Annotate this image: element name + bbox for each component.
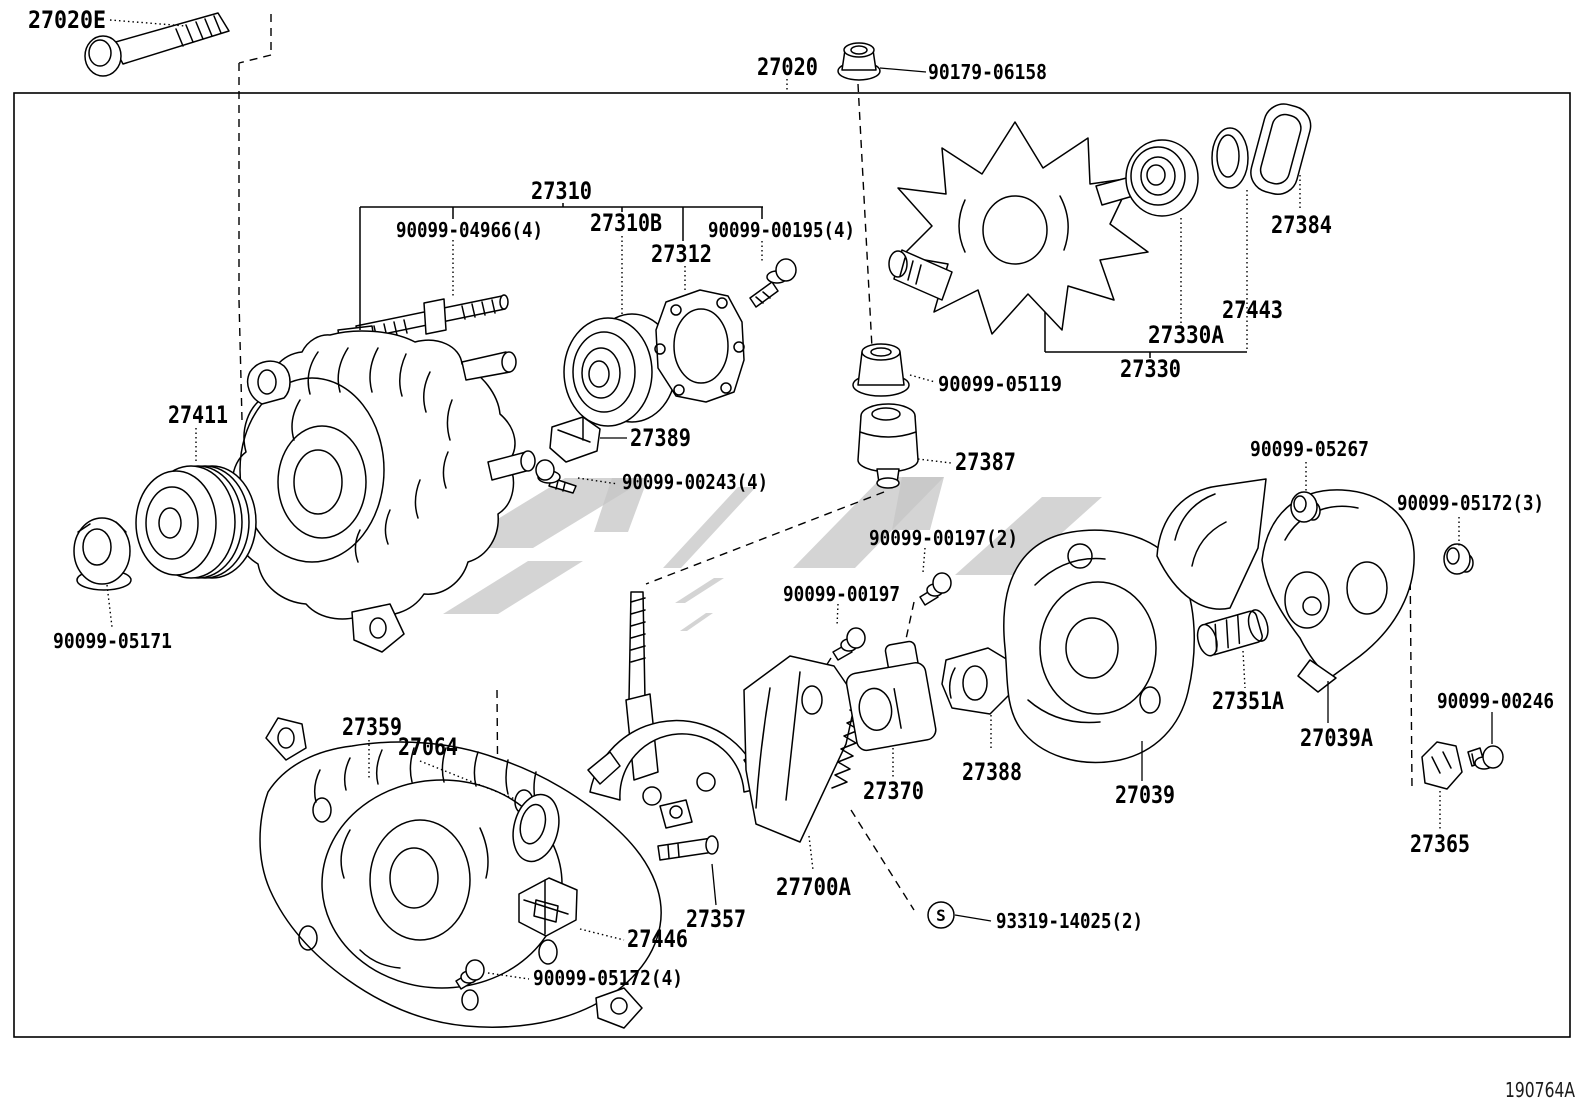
tab-27446-drawing xyxy=(518,877,578,937)
connector-27370-drawing xyxy=(845,640,937,752)
bolt-00246-drawing xyxy=(1467,745,1504,770)
leader-lines xyxy=(106,19,1460,980)
label-27330: 27330 xyxy=(1120,355,1181,383)
screw-00197-drawing xyxy=(832,572,952,661)
label-27370: 27370 xyxy=(863,777,924,805)
nut-05267-drawing xyxy=(1290,491,1321,523)
clip-27365-drawing xyxy=(1421,741,1463,790)
pulley-27411-drawing xyxy=(135,465,257,579)
label-90099-05172-4: 90099-05172(4) xyxy=(533,966,683,990)
label-27357: 27357 xyxy=(686,905,746,933)
label-90099-05267: 90099-05267 xyxy=(1250,437,1369,461)
label-93319-14025: 93319-14025(2) xyxy=(996,909,1143,933)
label-27039: 27039 xyxy=(1115,781,1175,809)
label-27359: 27359 xyxy=(342,713,402,741)
idler-pulley-27310b-drawing xyxy=(563,313,677,427)
rear-frame-27359-drawing xyxy=(259,717,719,1029)
label-90099-00246: 90099-00246 xyxy=(1437,689,1554,713)
label-27700a: 27700A xyxy=(776,873,851,901)
label-90099-04966: 90099-04966(4) xyxy=(396,218,543,242)
tab-27389-drawing xyxy=(549,416,601,463)
label-27330a: 27330A xyxy=(1148,321,1224,349)
rotor-drawing xyxy=(888,121,1149,335)
label-27020e: 27020E xyxy=(28,6,106,34)
figure-code: 190764A xyxy=(1505,1078,1575,1099)
label-27411: 27411 xyxy=(168,401,228,429)
label-90099-05119: 90099-05119 xyxy=(938,372,1062,396)
label-27039a: 27039A xyxy=(1300,724,1373,752)
label-90099-00195: 90099-00195(4) xyxy=(708,218,855,242)
label-27387: 27387 xyxy=(955,448,1016,476)
front-housing-drawing xyxy=(231,325,536,653)
label-90099-05171: 90099-05171 xyxy=(53,629,172,653)
nut-05171-drawing xyxy=(73,517,132,591)
nut-05172-3-drawing xyxy=(1443,543,1474,575)
label-27064: 27064 xyxy=(398,733,458,761)
nut-90179-drawing xyxy=(837,42,881,81)
label-27310: 27310 xyxy=(531,177,592,205)
label-27384: 27384 xyxy=(1271,211,1332,239)
nut-05119-drawing xyxy=(852,343,910,397)
s-marker-text: S xyxy=(936,906,946,925)
label-27389: 27389 xyxy=(630,424,691,452)
label-27020: 27020 xyxy=(757,53,818,81)
label-27388: 27388 xyxy=(962,758,1022,786)
bolt-00195-drawing xyxy=(749,258,797,308)
label-27443: 27443 xyxy=(1222,296,1283,324)
s-marker-circle xyxy=(927,901,955,929)
brush-holder-27357-drawing xyxy=(587,591,773,829)
label-90099-00243: 90099-00243(4) xyxy=(622,470,768,494)
bolt-05172-4-drawing xyxy=(455,959,485,990)
label-90179-06158: 90179-06158 xyxy=(928,60,1047,84)
rear-cover-27039-drawing xyxy=(1003,529,1195,764)
insulator-27388-drawing xyxy=(941,647,1013,715)
label-90099-05172-3: 90099-05172(3) xyxy=(1397,491,1544,515)
bearing-27330a-drawing xyxy=(1125,139,1199,217)
part-labels: 27020E 27020 90179-06158 27310 90099-049… xyxy=(28,6,1575,1099)
plug-27387-drawing xyxy=(857,403,919,489)
washer-27064-drawing xyxy=(512,793,560,863)
label-27446: 27446 xyxy=(627,925,688,953)
sleeve-27351a-drawing xyxy=(1196,609,1269,657)
label-27310b: 27310B xyxy=(590,209,662,237)
diagram-border xyxy=(13,92,1571,1038)
label-27365: 27365 xyxy=(1410,830,1470,858)
label-90099-00197: 90099-00197 xyxy=(783,582,900,606)
label-27351a: 27351A xyxy=(1212,687,1284,715)
washer-27443-drawing xyxy=(1211,127,1249,189)
label-90099-00197-2: 90099-00197(2) xyxy=(869,526,1018,550)
bolt-27020e-drawing xyxy=(84,12,230,77)
screw-00243-drawing xyxy=(535,459,577,494)
cover-27384-drawing xyxy=(1250,103,1312,195)
label-27312: 27312 xyxy=(651,240,712,268)
regulator-27700a-drawing xyxy=(743,655,863,843)
bracket-lines xyxy=(359,67,1493,922)
protector-27039a-drawing xyxy=(1156,478,1415,693)
part-drawings xyxy=(73,12,1504,1029)
plate-27312-drawing xyxy=(654,289,745,403)
